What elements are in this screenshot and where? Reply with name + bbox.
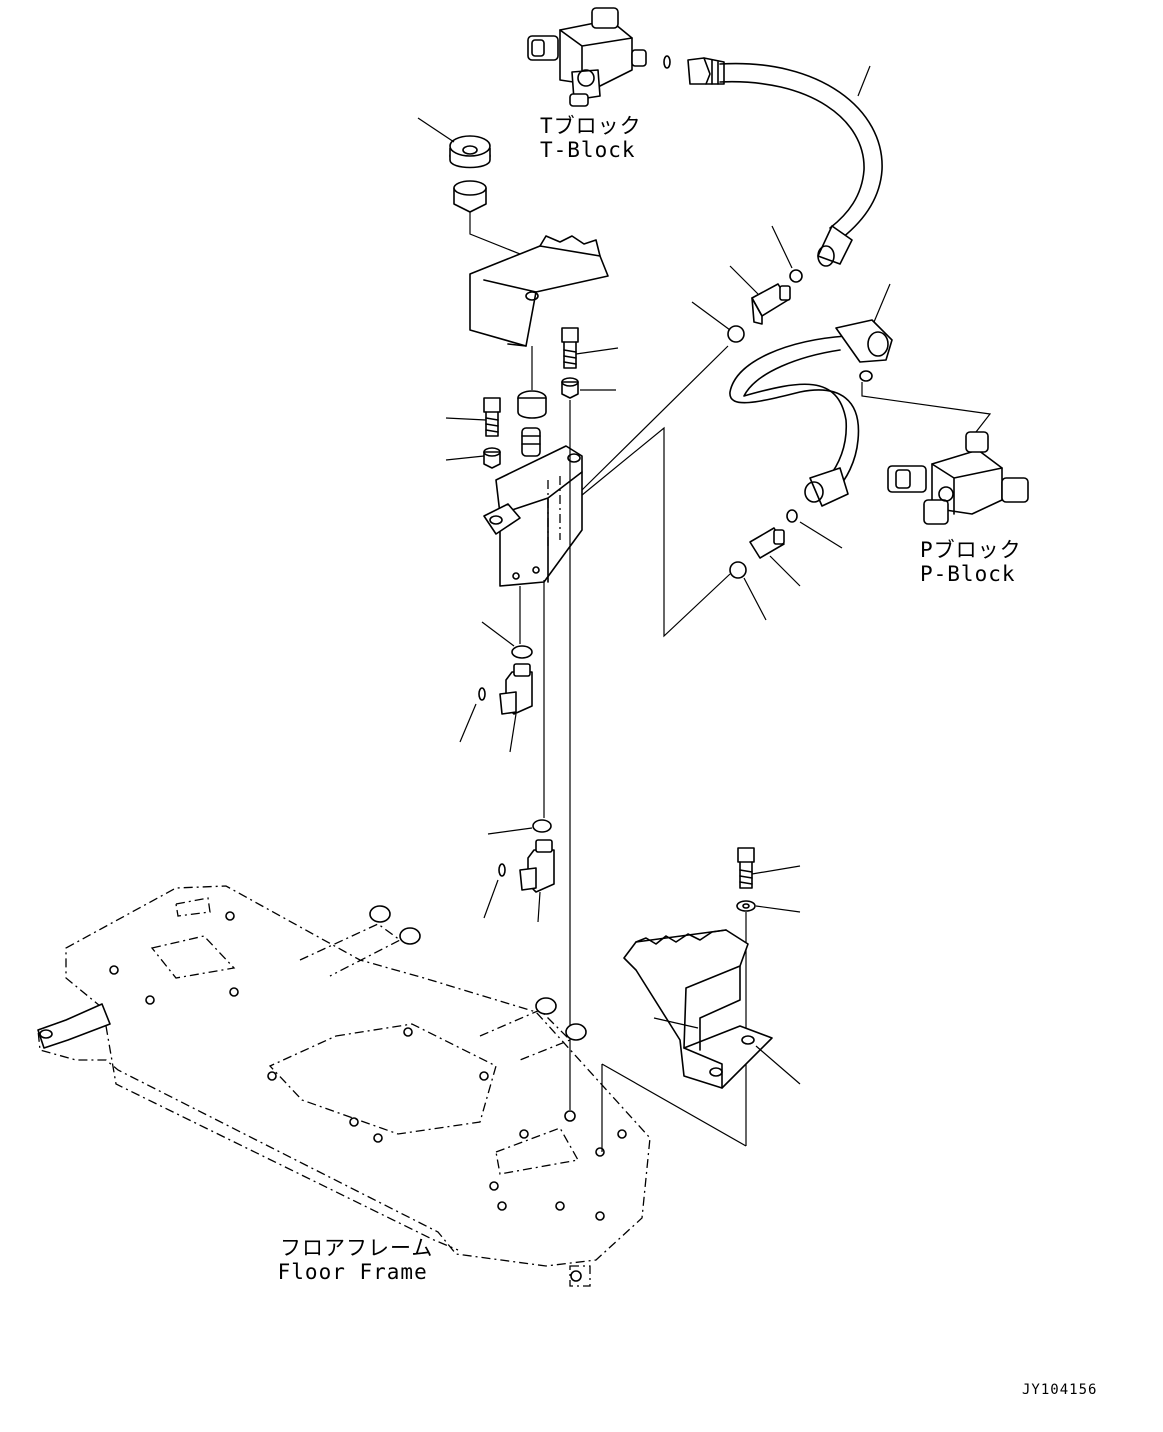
- p-block-valve: [887, 431, 1029, 525]
- floor-frame-label: フロアフレーム Floor Frame: [272, 1236, 433, 1284]
- bolt: [561, 327, 579, 369]
- t-block-label-jp: Tブロック: [540, 114, 642, 138]
- floor-frame-label-en: Floor Frame: [277, 1260, 428, 1285]
- elbow-fitting: [519, 839, 555, 893]
- adapter-fitting: [749, 527, 785, 559]
- o-ring: [789, 269, 803, 283]
- drawing-code: JY104156: [1022, 1382, 1098, 1398]
- collar: [517, 390, 547, 419]
- washer: [736, 900, 756, 912]
- collar: [453, 180, 487, 213]
- nut: [561, 377, 579, 399]
- t-block-label-en: T-Block: [540, 138, 636, 163]
- t-block-valve: [527, 7, 671, 107]
- o-ring: [859, 370, 873, 382]
- rubber-cushion: [449, 135, 491, 169]
- p-block-label-jp: Pブロック: [920, 538, 1022, 562]
- o-ring: [478, 687, 486, 701]
- elbow-fitting: [499, 663, 533, 715]
- floor-frame-label-jp: フロアフレーム: [280, 1236, 434, 1260]
- nut: [483, 447, 501, 469]
- upper-hose: [687, 57, 883, 267]
- t-block-label: Tブロック T-Block: [540, 114, 642, 162]
- bolt: [483, 397, 501, 437]
- o-ring: [727, 325, 745, 343]
- o-ring: [511, 645, 533, 659]
- floor-frame: [37, 885, 651, 1287]
- step-bracket: [623, 929, 773, 1089]
- o-ring: [786, 509, 798, 523]
- mounting-bracket: [469, 235, 609, 347]
- manifold-block: [483, 427, 583, 587]
- adapter-fitting: [751, 283, 791, 325]
- lower-hose: [729, 283, 893, 507]
- bolt: [737, 847, 755, 889]
- p-block-label: Pブロック P-Block: [920, 538, 1022, 586]
- o-ring: [729, 561, 747, 579]
- p-block-label-en: P-Block: [920, 562, 1016, 587]
- o-ring: [532, 819, 552, 833]
- o-ring: [498, 863, 506, 877]
